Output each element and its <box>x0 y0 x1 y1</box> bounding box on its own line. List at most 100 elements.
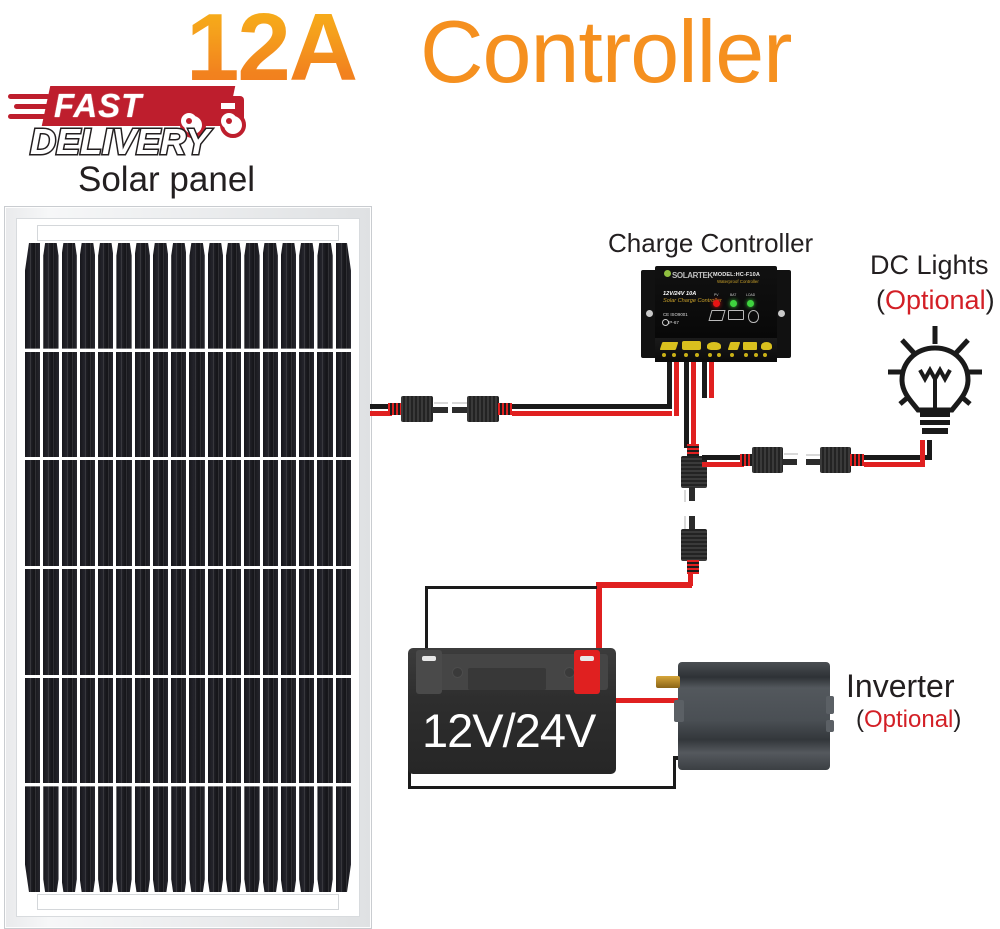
battery-label-window <box>468 668 546 690</box>
inverter-body <box>674 662 834 770</box>
solar-cell <box>317 677 333 784</box>
solar-cell <box>335 568 351 675</box>
solar-cell <box>116 568 132 675</box>
solar-cell <box>134 351 150 458</box>
solar-cell <box>43 568 59 675</box>
battery-positive-run <box>596 582 692 588</box>
solar-cell <box>116 351 132 458</box>
solar-cell <box>189 243 205 349</box>
solar-cell <box>79 786 96 892</box>
solar-cell <box>280 786 297 892</box>
solar-cell <box>134 677 150 784</box>
solar-cell <box>244 351 260 458</box>
solar-cell <box>152 460 169 566</box>
led-label-load: LOAD <box>746 293 756 297</box>
panel-cable-negative <box>370 404 392 409</box>
page-title: 12A Controller <box>0 0 1000 100</box>
controller-mount-right <box>773 270 791 358</box>
solar-cell <box>244 677 260 784</box>
panel-busbar-top <box>37 225 339 241</box>
bulb-wire-positive-riser <box>920 440 925 467</box>
solar-cell <box>171 351 187 458</box>
led-indicator-pv <box>713 300 720 307</box>
solar-cell <box>226 786 242 892</box>
panel-busbar-bottom <box>37 894 339 910</box>
battery-negative-riser <box>425 586 428 658</box>
solar-cell <box>299 460 315 566</box>
solar-cell <box>262 786 278 892</box>
solar-cell <box>98 677 114 784</box>
controller-cert: CE ISO9001 <box>663 312 688 317</box>
solar-cell <box>317 568 333 675</box>
solar-cell <box>98 786 114 892</box>
ip-rating-icon <box>662 319 669 326</box>
battery-case: 12V/24V <box>408 648 616 774</box>
controller-terminal-bar <box>655 338 777 362</box>
battery-12v-24v: 12V/24V <box>408 648 616 774</box>
solar-cell <box>280 243 297 349</box>
controller-input-positive-riser <box>674 362 679 416</box>
panel-cable-positive <box>370 411 392 416</box>
solar-cell <box>61 677 77 784</box>
solar-cell <box>207 677 224 784</box>
solar-cell <box>262 460 278 566</box>
solar-cell <box>335 243 351 349</box>
inverter-side-vent <box>826 696 834 714</box>
solar-panel-symbol-icon <box>708 310 726 321</box>
solar-cell <box>79 243 96 349</box>
battery-positive-terminal <box>574 650 600 694</box>
solar-cell <box>134 786 150 892</box>
solar-cell <box>25 786 41 892</box>
solar-cell <box>189 786 205 892</box>
delivery-truck-icon <box>168 82 268 138</box>
dc-lights-label: DC Lights <box>870 250 989 280</box>
inverter-optional-label: (Optional) <box>856 706 962 733</box>
solar-panel-glass <box>16 218 360 917</box>
solar-cell <box>299 677 315 784</box>
solar-cell <box>171 568 187 675</box>
solar-cell <box>25 568 41 675</box>
solar-cell <box>189 351 205 458</box>
solar-cell <box>335 351 351 458</box>
solar-cell <box>226 243 242 349</box>
solar-cell <box>226 351 242 458</box>
sae-connector-load-female <box>806 447 866 473</box>
solar-cell <box>335 677 351 784</box>
controller-input-positive <box>512 411 672 416</box>
solar-cell <box>189 460 205 566</box>
load-wire-negative <box>702 455 744 460</box>
controller-input-negative <box>512 404 672 409</box>
solar-cell <box>280 568 297 675</box>
solar-cell <box>262 351 278 458</box>
title-amperage: 12A <box>186 0 358 101</box>
controller-mount-left <box>641 270 659 358</box>
inverter-negative-riser <box>673 756 676 788</box>
battery-symbol-icon <box>728 310 744 320</box>
solar-cell <box>244 243 260 349</box>
fast-text: FAST <box>54 87 143 124</box>
solar-cell <box>61 460 77 566</box>
solar-panel-label: Solar panel <box>78 160 256 199</box>
controller-type: Solar Charge Controller <box>663 298 722 304</box>
inverter-positive-run <box>616 698 702 703</box>
fast-delivery-badge: FAST DELIVERY <box>8 78 270 174</box>
solar-cell <box>262 677 278 784</box>
led-indicator-load <box>747 300 754 307</box>
inverter <box>656 662 834 770</box>
sae-connector-load-male <box>740 447 798 473</box>
solar-cell <box>43 351 59 458</box>
solar-cell <box>171 243 187 349</box>
solar-cell <box>171 460 187 566</box>
controller-load-negative <box>702 362 707 398</box>
inverter-side-vent <box>826 720 834 732</box>
bulb-svg <box>888 326 982 434</box>
controller-brand: SOLARTEK <box>672 271 713 280</box>
solar-cell <box>207 460 224 566</box>
battery-negative-bottom <box>408 786 676 789</box>
speed-line-icon <box>8 94 50 99</box>
led-indicator-bat <box>730 300 737 307</box>
solar-cell <box>43 243 59 349</box>
solar-cell <box>98 460 114 566</box>
solar-cell <box>116 786 132 892</box>
controller-battery-negative <box>684 362 689 448</box>
